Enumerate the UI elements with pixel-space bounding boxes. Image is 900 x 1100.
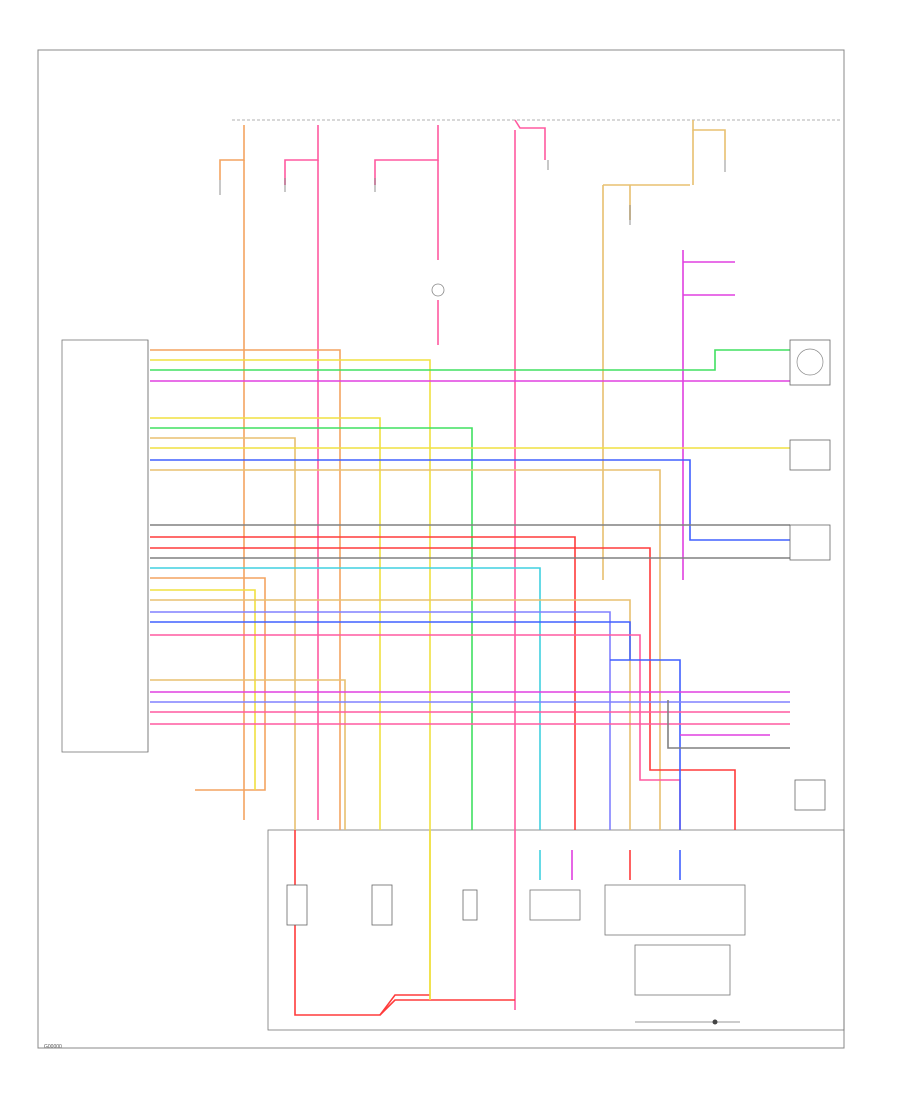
range-switch-assembly: [604, 884, 746, 936]
sensor-right-3: [794, 779, 826, 811]
solenoid-3: [462, 889, 478, 921]
brake-switch: [431, 283, 445, 297]
transmission-assembly-box: [267, 829, 845, 1031]
range-switch-lower: [634, 944, 731, 996]
diagram-frame: [37, 49, 845, 1049]
solenoid-2: [371, 884, 393, 926]
connector-top-right-ring: [796, 348, 824, 376]
pcm-signal-wires: [150, 349, 790, 1000]
fuse-feed-wires: [219, 119, 735, 1010]
pcm-connector-block: [61, 339, 149, 753]
sensor-right-2: [789, 524, 831, 561]
diagram-footer-code: G00000: [44, 1044, 62, 1050]
pressure-control-solenoid: [529, 889, 581, 921]
transmission-internal-wires: [294, 830, 681, 1016]
solenoid-1: [286, 884, 308, 926]
connector-top-right: [789, 339, 831, 386]
ground-node: [712, 1019, 718, 1025]
components: [219, 160, 831, 1025]
sensor-right-1: [789, 439, 831, 471]
